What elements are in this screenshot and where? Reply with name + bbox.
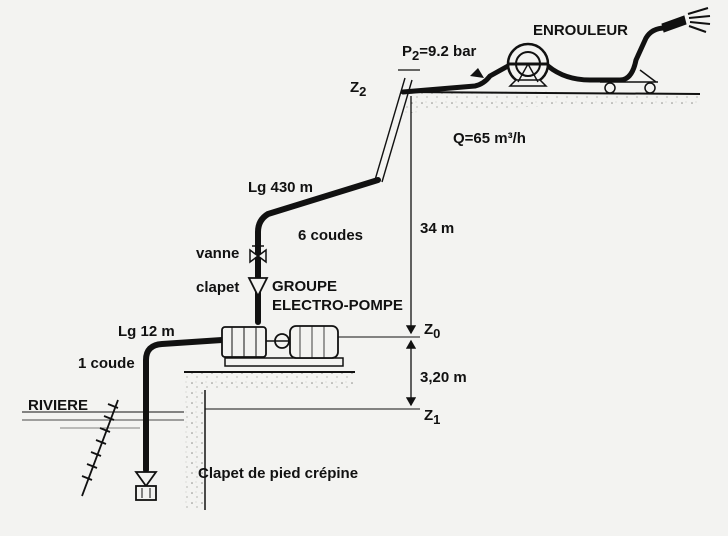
coude1-label: 1 coude	[78, 355, 135, 372]
z1-main: Z	[424, 407, 433, 424]
river-bank-hatching	[81, 399, 119, 497]
electro-pompe-label: ELECTRO-POMPE	[272, 297, 403, 314]
motor-body	[289, 325, 339, 359]
p2-main: P	[402, 43, 412, 60]
z0-sub: 0	[433, 326, 440, 341]
foot-valve-strainer-icon	[134, 471, 158, 501]
terrain	[22, 77, 701, 510]
clapet-pied-label: Clapet de pied crépine	[198, 465, 358, 482]
z1-label: Z1	[424, 407, 440, 427]
height-320m-label: 3,20 m	[420, 369, 467, 386]
lg12-label: Lg 12 m	[118, 323, 175, 340]
z1-sub: 1	[433, 412, 440, 427]
discharge-pipe	[255, 177, 381, 257]
slope-line-b	[381, 79, 413, 183]
pump-group	[221, 325, 344, 367]
p2-value: =9.2 bar	[419, 43, 476, 60]
z2-sub: 2	[359, 84, 366, 99]
enrouleur-reel-icon	[506, 42, 550, 87]
hose	[545, 25, 668, 83]
z0-main: Z	[424, 321, 433, 338]
pump-platform	[184, 372, 355, 510]
coudes6-label: 6 coudes	[298, 227, 363, 244]
groupe-label: GROUPE	[272, 278, 337, 295]
suction-pipe	[143, 337, 225, 473]
z2-main: Z	[350, 79, 359, 96]
dimension-lines	[398, 69, 420, 407]
enrouleur-label: ENROULEUR	[533, 22, 628, 39]
clapet-label: clapet	[196, 279, 239, 296]
slope-line-a	[374, 77, 406, 181]
sprinkler-gun-icon	[661, 7, 711, 33]
p2-sub: 2	[412, 48, 419, 63]
z2-label: Z2	[350, 79, 366, 99]
z0-label: Z0	[424, 321, 440, 341]
p2-label: P2=9.2 bar	[402, 43, 477, 63]
lg430-label: Lg 430 m	[248, 179, 313, 196]
vanne-valve-icon	[249, 245, 267, 264]
pump-base	[224, 357, 344, 367]
flow-rate-label: Q=65 m³/h	[453, 130, 526, 147]
top-pipe	[400, 63, 511, 95]
clapet-check-valve-icon	[247, 277, 269, 324]
riviere-label: RIVIERE	[28, 397, 88, 414]
height-34m-label: 34 m	[420, 220, 454, 237]
pressure-gauge-icon	[470, 68, 484, 78]
hose-cart-icon	[600, 69, 658, 94]
vanne-label: vanne	[196, 245, 239, 262]
